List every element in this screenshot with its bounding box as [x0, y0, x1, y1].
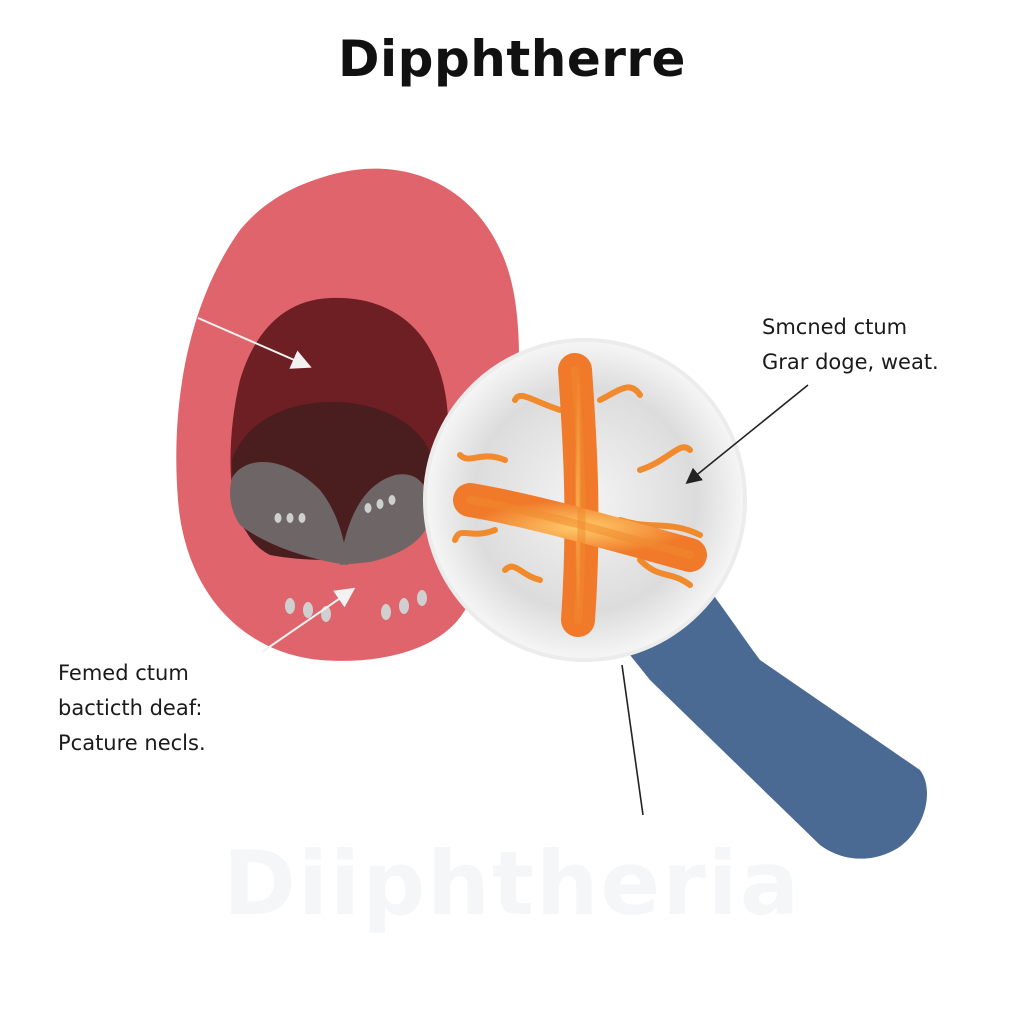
annotation-right: Smcned ctum Grar doge, weat. — [762, 310, 939, 380]
magnifying-glass-icon — [423, 338, 927, 859]
arrow-right-annotation — [685, 384, 809, 485]
annotation-left: Femed ctum bacticth deaf: Pcature necls. — [58, 656, 206, 761]
membrane-spots — [274, 495, 427, 622]
bacteria-icon — [452, 353, 707, 637]
watermark-text: Diiphtheria — [222, 832, 802, 935]
right-tonsil-membrane — [340, 474, 431, 565]
annotation-left-line-3: Pcature necls. — [58, 731, 206, 755]
annotation-left-line-2: bacticth deaf: — [58, 696, 203, 720]
annotation-right-line-1: Smcned ctum — [762, 315, 908, 339]
arrow-mouth-bottom — [261, 587, 356, 653]
annotation-left-line-1: Femed ctum — [58, 661, 189, 685]
page-title: Dipphtherre — [338, 30, 686, 88]
pointer-line-bottom — [621, 664, 644, 816]
arrow-mouth-top — [197, 317, 312, 369]
annotation-right-line-2: Grar doge, weat. — [762, 350, 939, 374]
